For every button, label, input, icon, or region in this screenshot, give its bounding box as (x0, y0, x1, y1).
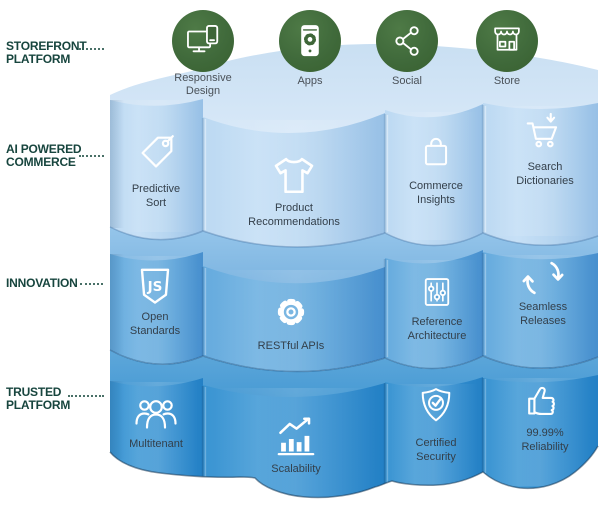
dotted-leader (79, 155, 104, 157)
side-label-trusted-platform: TRUSTED PLATFORM (6, 385, 71, 412)
shopping-bag-icon (424, 137, 448, 166)
price-tag-icon (141, 135, 174, 168)
item-label: RESTful APIs (257, 340, 325, 352)
users-icon (135, 400, 177, 429)
item-label: Commerce Insights (409, 180, 463, 206)
js-glyph: JS (147, 279, 163, 295)
item-label: Search Dictionaries (516, 161, 574, 187)
sync-arrows-icon (522, 261, 564, 295)
tshirt-icon (274, 157, 314, 194)
circle-responsive-design (172, 10, 234, 72)
shield-check-icon (421, 388, 451, 422)
item-label: Multitenant (129, 438, 183, 450)
side-label-innovation: INNOVATION (6, 276, 78, 290)
cart-download-icon (526, 112, 558, 148)
item-label: Open Standards (129, 311, 181, 337)
circle-label: Apps (297, 75, 323, 87)
side-label-ai-powered-commerce: AI POWERED COMMERCE (6, 142, 82, 169)
item-label: Certified Security (415, 437, 457, 463)
dotted-leader (79, 48, 104, 50)
responsive-design-icon (187, 25, 219, 53)
storefront-icon (494, 27, 520, 51)
growth-chart-icon (277, 417, 315, 456)
item-label: Seamless Releases (518, 301, 568, 327)
circle-social (376, 10, 438, 72)
item-label: 99.99% Reliability (521, 427, 569, 453)
layer-ai-powered-commerce-shape (110, 43, 598, 248)
sliders-icon (424, 278, 450, 306)
circle-label: Responsive Design (174, 72, 232, 97)
social-share-icon (395, 26, 419, 56)
item-label: Scalability (271, 463, 321, 475)
dotted-leader (68, 395, 104, 397)
circle-store (476, 10, 538, 72)
gear-icon (277, 298, 305, 326)
side-label-storefront-platform: STOREFRONT PLATFORM (6, 39, 87, 66)
layer-trusted-platform-shape (110, 350, 598, 498)
js-shield-icon: JS (140, 268, 170, 304)
item-label: Predictive Sort (131, 183, 181, 209)
circle-label: Social (392, 75, 422, 87)
item-label: Reference Architecture (407, 316, 467, 342)
thumbs-up-icon (528, 386, 555, 416)
circle-label: Store (493, 75, 521, 87)
item-label: Product Recommendations (248, 202, 340, 228)
dotted-leader (80, 283, 103, 285)
apps-icon (301, 25, 319, 57)
